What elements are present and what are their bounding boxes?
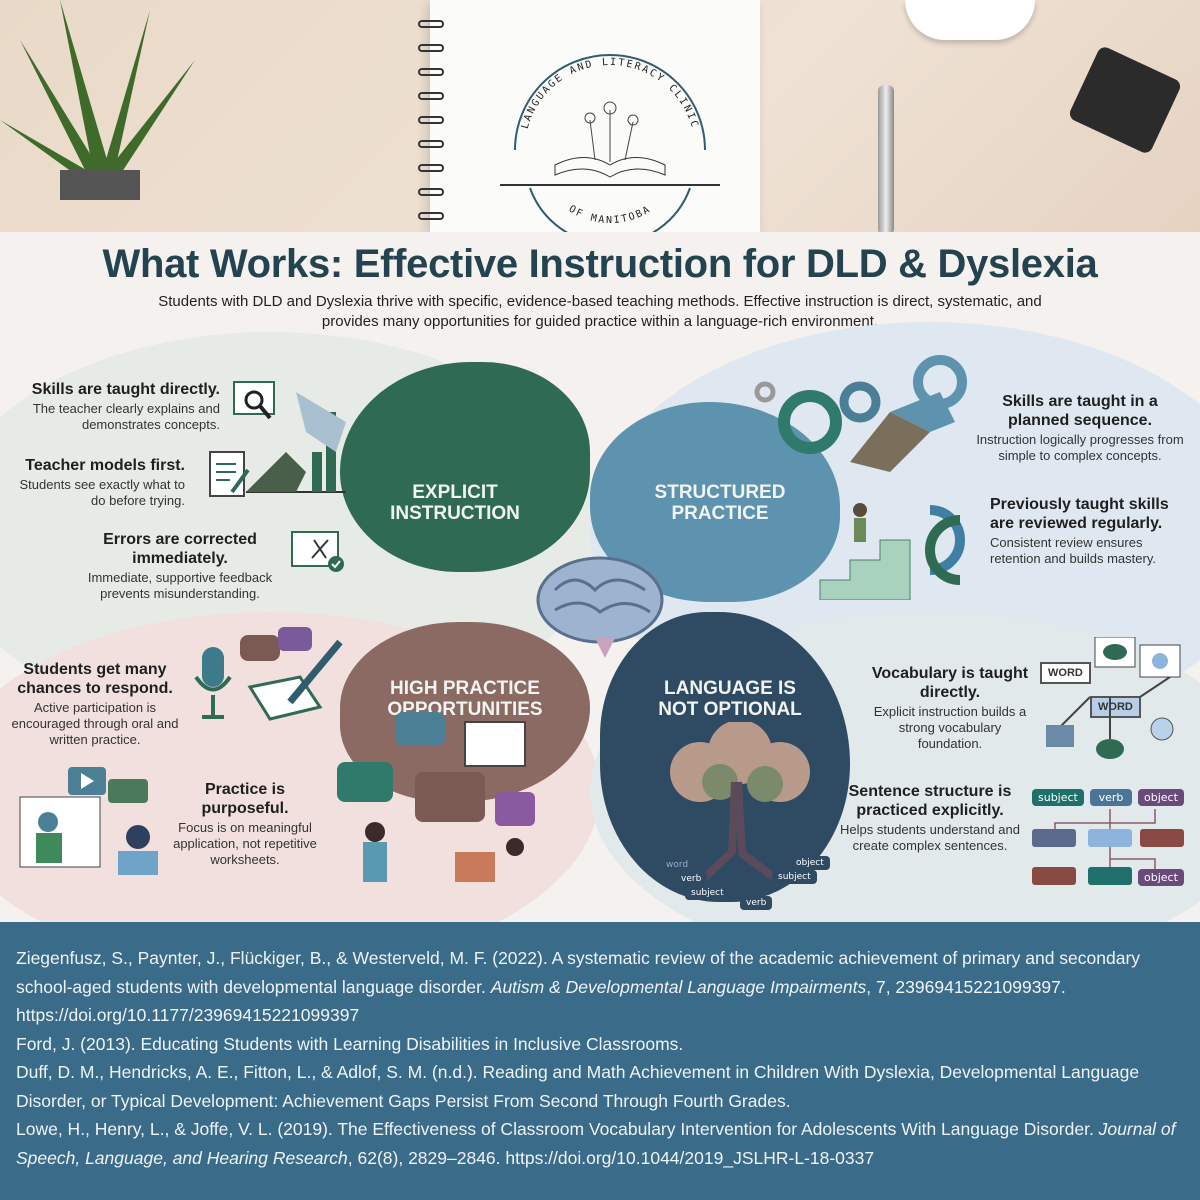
root-tag: subject	[685, 886, 730, 900]
tag-object: object	[1138, 789, 1184, 806]
point-vocabulary-taught: Vocabulary is taught directly.Explicit i…	[871, 665, 1029, 751]
point-reviewed-regularly: Previously taught skills are reviewed re…	[990, 496, 1169, 566]
reference-text: , 62(8), 2829–2846. https://doi.org/10.1…	[347, 1147, 875, 1168]
students-video-icon	[19, 767, 158, 875]
tag-subject: subject	[1032, 789, 1084, 806]
reference-text: Lowe, H., Henry, L., & Joffe, V. L. (201…	[16, 1119, 1099, 1139]
reference-source-title: Journal of Speech, Language, and Hearing…	[16, 1119, 1176, 1168]
brain-icon	[536, 556, 664, 658]
clinic-logo: LANGUAGE AND LITERACY CLINIC OF MANITOBA	[500, 54, 720, 240]
desk-photo-header: LANGUAGE AND LITERACY CLINIC OF MANITOBA	[0, 0, 1200, 240]
reference-item: Ford, J. (2013). Educating Students with…	[16, 1030, 1184, 1059]
reference-item: Lowe, H., Henry, L., & Joffe, V. L. (201…	[16, 1115, 1184, 1172]
gears-puzzle-icon	[754, 355, 967, 472]
root-tag: object	[790, 856, 830, 870]
root-tag: word	[666, 860, 689, 870]
reference-text: Duff, D. M., Hendricks, A. E., Fitton, L…	[16, 1062, 1140, 1111]
svg-text:OF MANITOBA: OF MANITOBA	[567, 204, 654, 226]
subtitle: Students with DLD and Dyslexia thrive wi…	[158, 293, 1042, 330]
references-section: Ziegenfusz, S., Paynter, J., Flückiger, …	[0, 922, 1200, 1200]
tag-verb: verb	[1090, 789, 1132, 806]
page-title: What Works: Effective Instruction for DL…	[102, 242, 1098, 286]
reference-item: Ziegenfusz, S., Paynter, J., Flückiger, …	[16, 944, 1184, 1030]
clipboard-icon	[209, 451, 250, 497]
reference-text: Ziegenfusz, S., Paynter, J., Flückiger, …	[16, 948, 1141, 997]
tree-icon	[670, 722, 810, 886]
word-map-icons	[1046, 637, 1181, 759]
reference-text: Ford, J. (2013). Educating Students with…	[16, 1033, 684, 1054]
correction-checkmark-icon	[291, 531, 344, 572]
root-tag: subject	[772, 870, 817, 884]
point-purposeful-practice: Practice is purposeful.Focus is on meani…	[173, 781, 317, 867]
word-map-box: WORD	[1040, 662, 1091, 684]
reference-source-title: Autism & Developmental Language Impairme…	[490, 976, 867, 997]
hand-chart-illustration	[246, 392, 346, 493]
reference-item: Duff, D. M., Hendricks, A. E., Fitton, L…	[16, 1058, 1184, 1115]
explicit-instruction-blob	[340, 362, 590, 572]
pen-icon	[878, 85, 894, 235]
sentence-diagram	[1032, 809, 1184, 885]
tag-object-2: object	[1138, 869, 1184, 886]
reference-text: , 7, 23969415221099397. https://doi.org/…	[16, 976, 1066, 1026]
plant-icon	[0, 0, 195, 200]
microphone-writing-icon	[194, 627, 343, 721]
point-skills-taught-directly: Skills are taught directly.The teacher c…	[31, 381, 220, 432]
point-errors-corrected: Errors are corrected immediately.Immedia…	[87, 531, 273, 601]
root-tag: verb	[675, 872, 708, 886]
stairs-climber-icon	[819, 503, 965, 600]
point-teacher-models-first: Teacher models first.Students see exactl…	[19, 457, 185, 508]
point-planned-sequence: Skills are taught in a planned sequence.…	[976, 393, 1184, 463]
word-map-center: WORD	[1090, 696, 1141, 718]
point-chances-to-respond: Students get many chances to respond.Act…	[11, 661, 179, 747]
stapler-icon	[1067, 44, 1183, 156]
speech-bubbles-tablet-icon	[337, 712, 535, 882]
coffee-cup	[905, 0, 1035, 40]
spiral-notebook	[418, 0, 760, 232]
magnifier-icon	[233, 381, 275, 420]
root-tag: verb	[740, 896, 773, 910]
infographic: What Works: Effective Instruction for DL…	[0, 232, 1200, 922]
point-sentence-structure: Sentence structure is practiced explicit…	[840, 783, 1020, 853]
